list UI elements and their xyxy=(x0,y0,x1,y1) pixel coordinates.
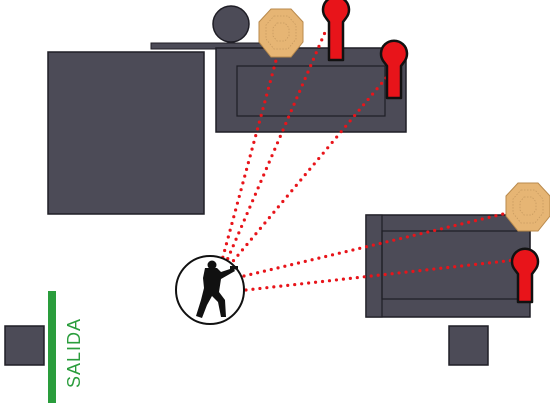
red-threat-target-icon xyxy=(379,39,409,100)
exit-label: SALIDA xyxy=(64,317,84,388)
red-threat-target-icon xyxy=(510,247,540,304)
paper-target-icon xyxy=(505,182,550,232)
line-of-fire-5 xyxy=(244,258,517,292)
red-threat-target-icon xyxy=(321,0,351,62)
line-of-fire-2 xyxy=(223,28,328,267)
lines-of-fire xyxy=(219,28,522,292)
small-block-left xyxy=(4,325,45,366)
shooter-icon xyxy=(175,255,245,325)
exit-bar xyxy=(48,291,56,403)
line-of-fire-4 xyxy=(242,208,522,278)
large-barrier-block xyxy=(47,51,205,215)
round-post xyxy=(212,5,250,43)
paper-target-icon xyxy=(258,8,304,58)
upper-table xyxy=(215,47,407,133)
line-of-fire-3 xyxy=(227,70,393,268)
small-block-right xyxy=(448,325,489,366)
